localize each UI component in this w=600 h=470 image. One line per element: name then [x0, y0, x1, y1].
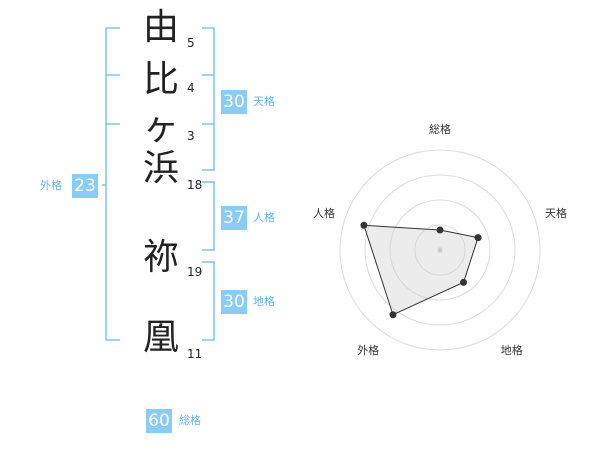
- stroke-count-6: 11: [187, 347, 203, 361]
- radar-ring: [389, 199, 491, 301]
- name-char-3: ヶ: [142, 107, 179, 148]
- chikaku-label: 地格: [253, 295, 275, 308]
- gaikaku-label: 外格: [40, 179, 62, 192]
- radar-center: [437, 247, 443, 253]
- radar-ring: [339, 149, 541, 351]
- radar-point-4: [389, 311, 397, 319]
- radar-point-1: [436, 226, 444, 234]
- stroke-count-3: 3: [187, 129, 195, 143]
- stroke-count-4: 18: [187, 178, 203, 192]
- radar-point-5: [360, 221, 368, 229]
- jinkaku-bracket: [202, 181, 215, 251]
- radar-axis-label-4: 外格: [357, 343, 380, 357]
- radar-ring: [414, 224, 466, 276]
- jinkaku-value-badge: 37: [221, 206, 247, 230]
- jinkaku-label: 人格: [253, 211, 275, 224]
- stroke-count-5: 19: [187, 265, 203, 279]
- gaikaku-bracket: [105, 27, 120, 341]
- radar-axis-label-1: 総格: [429, 123, 451, 136]
- radar-axis-label-3: 地格: [500, 343, 523, 357]
- chikaku-value-badge: 30: [221, 290, 247, 314]
- stroke-count-1: 5: [187, 36, 195, 50]
- name-char-2: 比: [142, 59, 179, 100]
- gaikaku-value-badge: 23: [72, 174, 98, 198]
- radar-point-2: [474, 234, 482, 242]
- tenkaku-label: 天格: [253, 95, 275, 108]
- tenkaku-value-badge: 30: [221, 90, 247, 114]
- chikaku-bracket: [202, 261, 215, 341]
- radar-ring: [364, 174, 516, 326]
- soukaku-label: 総格: [179, 414, 201, 427]
- radar-polygon: [363, 224, 479, 316]
- radar-axis-label-5: 人格: [312, 207, 335, 221]
- stroke-count-2: 4: [187, 81, 195, 95]
- soukaku-value-badge: 60: [146, 409, 172, 433]
- name-char-4: 浜: [142, 148, 179, 189]
- tenkaku-bracket: [202, 27, 215, 171]
- name-char-1: 由: [142, 7, 179, 48]
- name-char-6: 凰: [142, 317, 179, 358]
- name-char-5: 祢: [142, 237, 179, 278]
- radar-axis-label-2: 天格: [545, 207, 568, 221]
- radar-point-3: [460, 278, 468, 286]
